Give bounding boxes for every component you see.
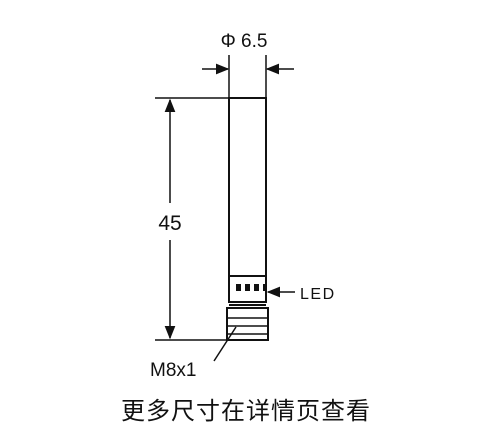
diameter-label: Φ 6.5 <box>221 31 268 52</box>
sensor-body <box>228 97 267 277</box>
thread-label: M8x1 <box>150 360 196 381</box>
connector-thread <box>226 307 269 341</box>
led-dot <box>263 284 266 291</box>
led-dot <box>236 284 241 291</box>
thread-leader-line <box>213 326 237 362</box>
led-dot <box>254 284 259 291</box>
length-label: 45 <box>158 212 181 235</box>
caption-text: 更多尺寸在详情页查看 <box>121 397 371 425</box>
diameter-dimension: Φ 6.5 <box>202 31 294 98</box>
connector: M8x1 <box>150 301 269 381</box>
led-section: LED <box>228 275 336 303</box>
length-dimension: 45 <box>155 97 229 341</box>
led-label: LED <box>300 286 336 303</box>
led-dot <box>245 284 250 291</box>
